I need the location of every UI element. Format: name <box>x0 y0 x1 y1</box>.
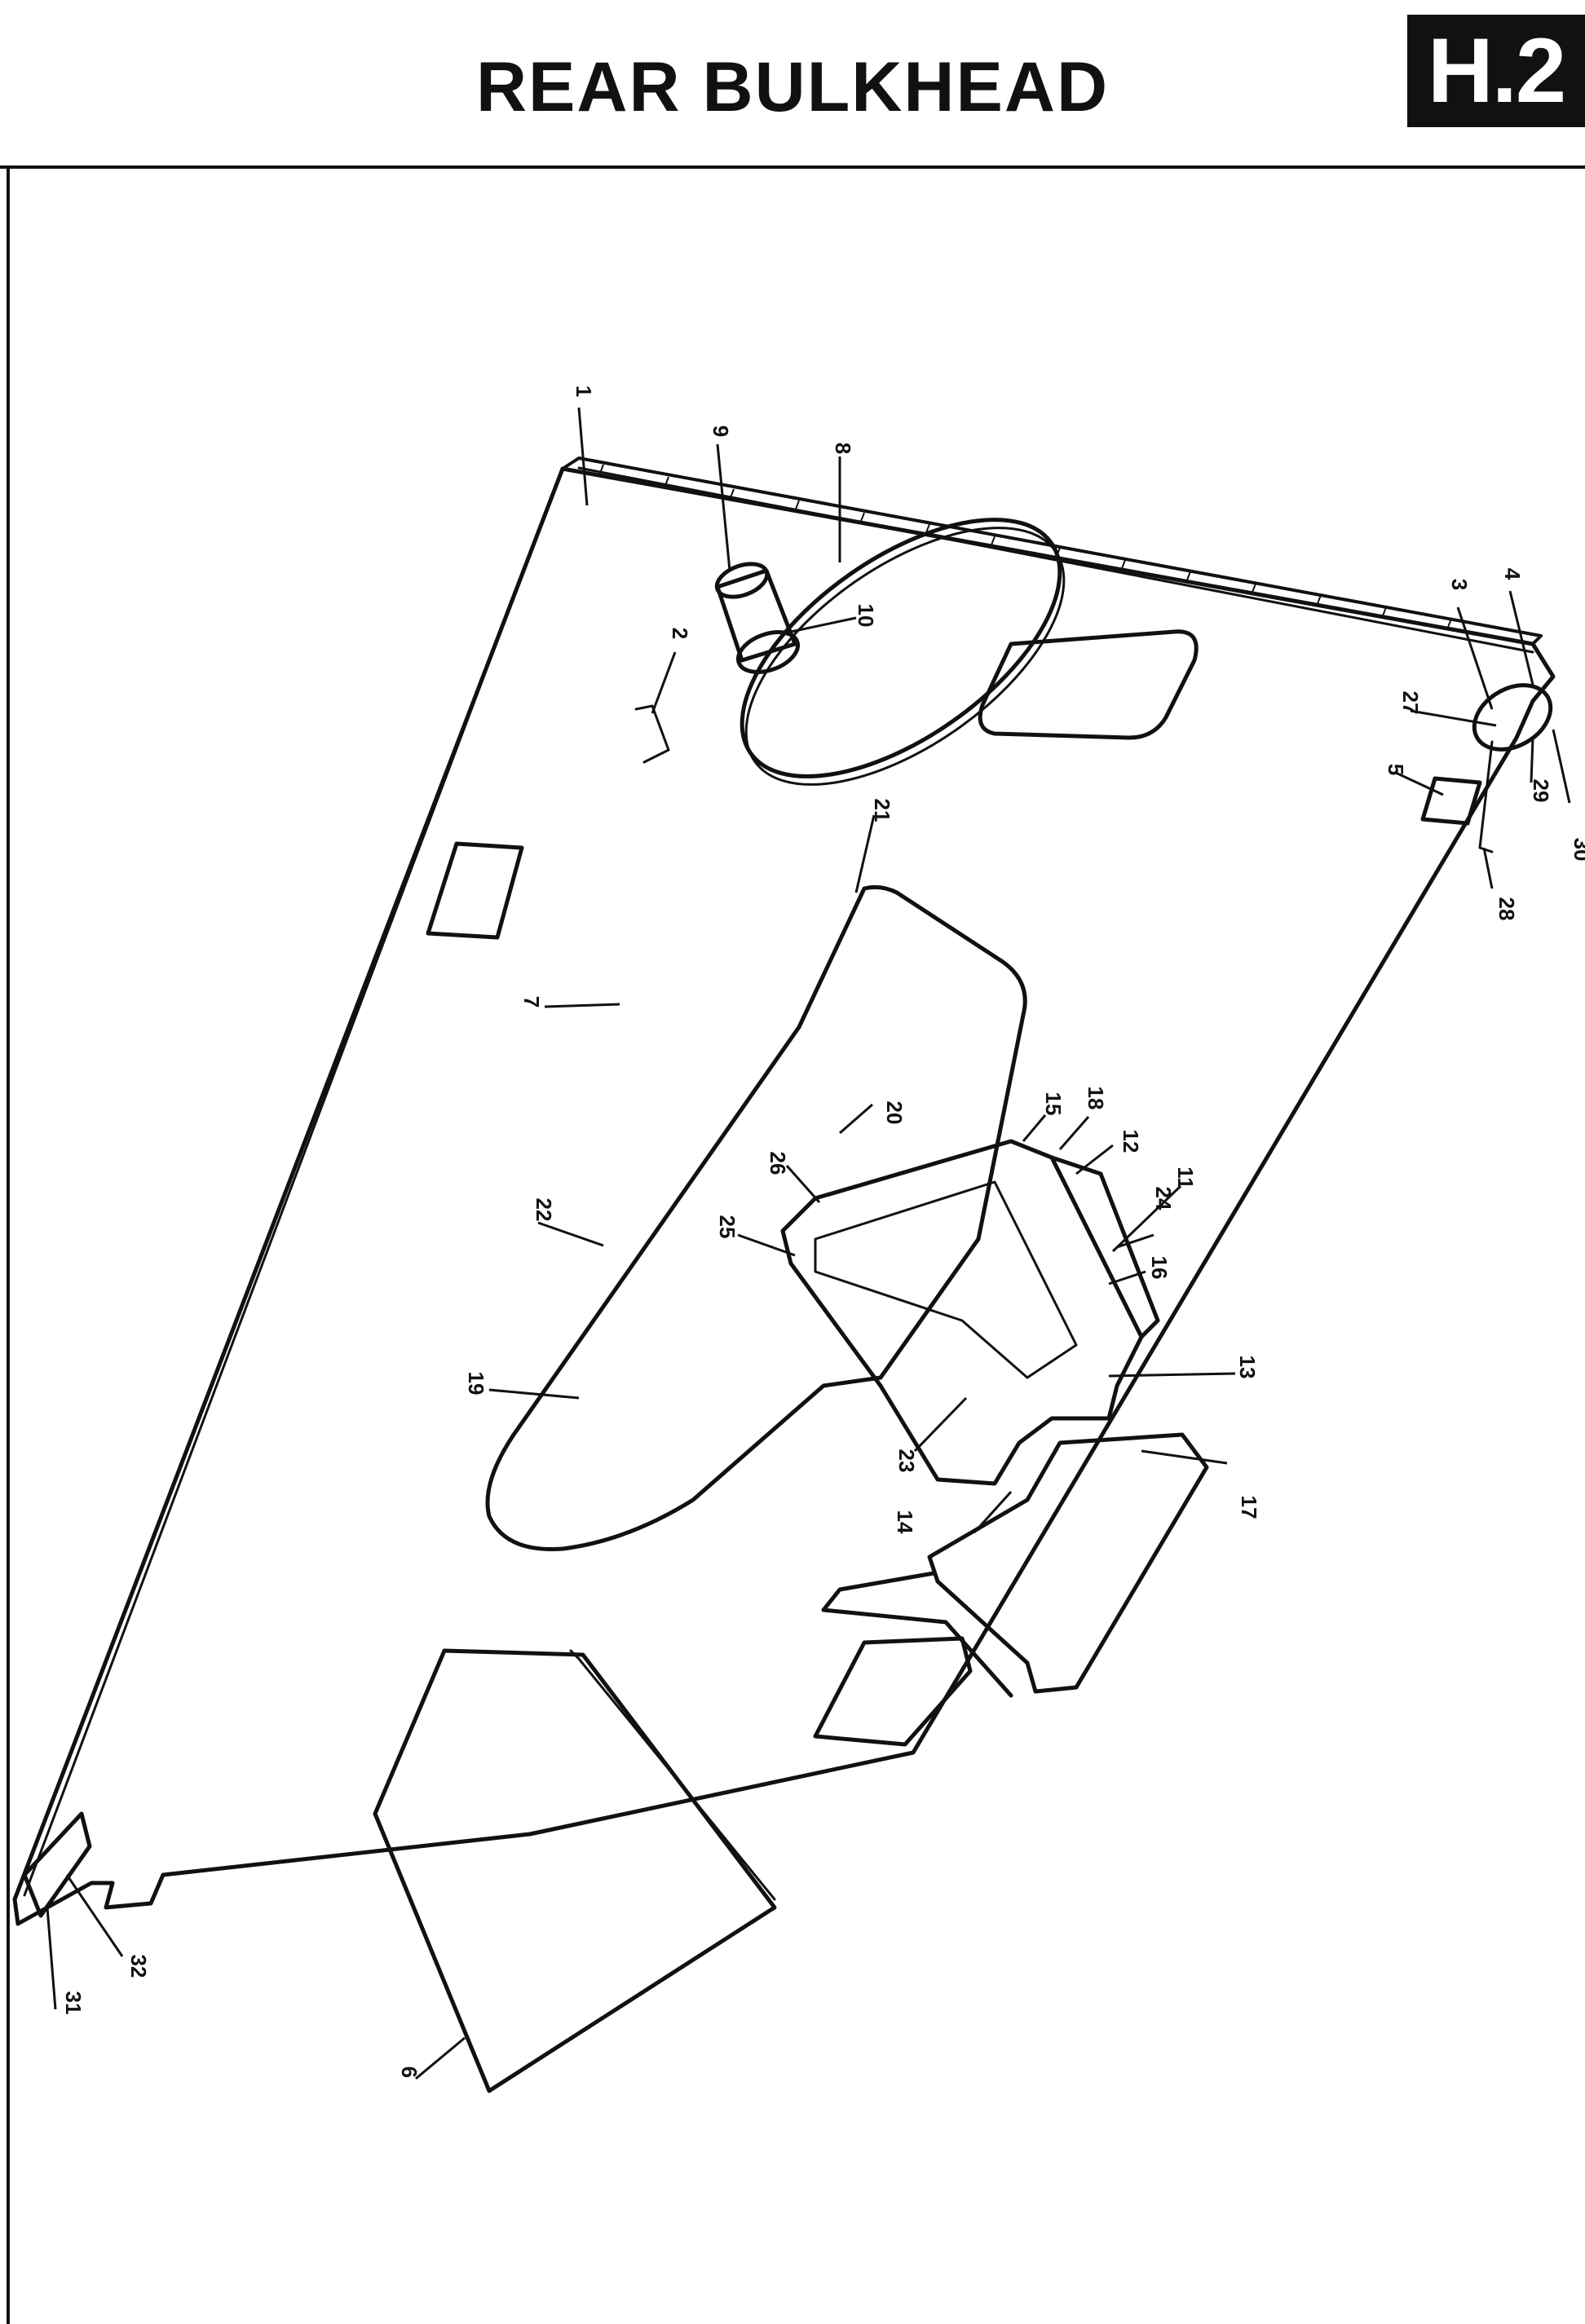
callout-6: 6 <box>397 2066 422 2078</box>
panel-top-edge <box>561 456 1543 646</box>
frame-left-border <box>7 165 10 2324</box>
bulkhead-panel <box>12 466 1556 1926</box>
heater-box <box>780 1139 1144 1486</box>
callout-11: 11 <box>1173 1166 1198 1189</box>
access-cover <box>485 884 1027 1551</box>
callout-21: 21 <box>870 799 894 822</box>
callout-25: 25 <box>715 1215 740 1239</box>
callout-32: 32 <box>126 1955 151 1978</box>
callout-14: 14 <box>893 1510 917 1534</box>
callout-13: 13 <box>1235 1356 1260 1379</box>
callout-31: 31 <box>61 1991 86 2015</box>
callout-24: 24 <box>1151 1187 1176 1211</box>
callout-10: 10 <box>854 604 878 628</box>
callout-1: 1 <box>572 386 596 397</box>
callout-15: 15 <box>1041 1092 1066 1116</box>
callout-30: 30 <box>1570 838 1585 862</box>
callout-29: 29 <box>1529 779 1553 803</box>
callout-17: 17 <box>1237 1496 1261 1519</box>
page-title: REAR BULKHEAD <box>475 48 1110 126</box>
callout-12: 12 <box>1119 1130 1143 1153</box>
callout-20: 20 <box>882 1101 907 1125</box>
frame-top-border <box>0 165 1585 169</box>
callout-8: 8 <box>831 443 855 454</box>
callout-28: 28 <box>1494 897 1519 921</box>
callout-16: 16 <box>1147 1256 1172 1280</box>
callout-19: 19 <box>464 1372 488 1396</box>
callout-27: 27 <box>1398 691 1423 715</box>
floor-panel <box>373 1648 777 2093</box>
callout-2: 2 <box>668 628 692 639</box>
callout-26: 26 <box>766 1152 790 1175</box>
callout-23: 23 <box>894 1449 919 1473</box>
callout-18: 18 <box>1084 1087 1108 1110</box>
callout-7: 7 <box>519 996 544 1008</box>
callout-3: 3 <box>1447 579 1472 590</box>
callout-22: 22 <box>532 1198 556 1222</box>
callout-5: 5 <box>1384 764 1408 775</box>
callout-4: 4 <box>1500 568 1525 580</box>
section-tag: H.2 <box>1407 15 1585 127</box>
callout-9: 9 <box>709 426 733 437</box>
